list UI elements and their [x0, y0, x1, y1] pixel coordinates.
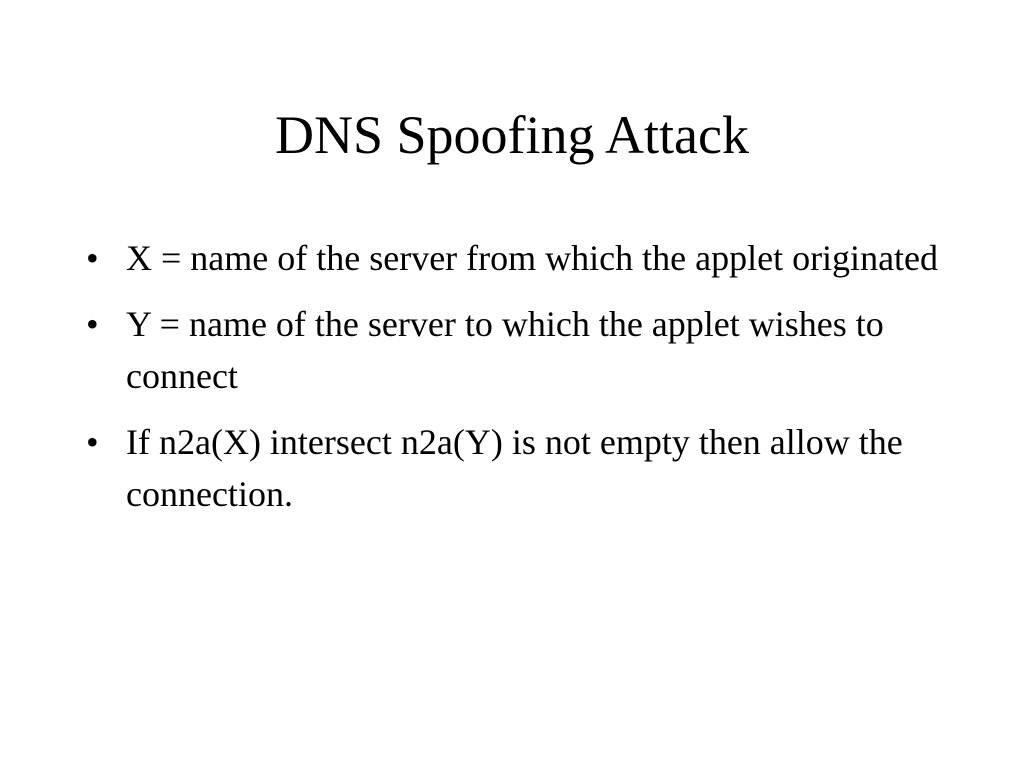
bullet-text: X = name of the server from which the ap… [126, 238, 939, 278]
bullet-text: Y = name of the server to which the appl… [126, 304, 884, 396]
bullet-item: • Y = name of the server to which the ap… [86, 298, 966, 402]
bullet-item: • If n2a(X) intersect n2a(Y) is not empt… [86, 416, 966, 520]
bullet-item: • X = name of the server from which the … [86, 232, 966, 284]
bullet-text: If n2a(X) intersect n2a(Y) is not empty … [126, 422, 903, 514]
slide-title: DNS Spoofing Attack [274, 105, 749, 165]
bullet-marker-icon: • [86, 422, 99, 462]
bullet-list: • X = name of the server from which the … [86, 232, 966, 534]
bullet-marker-icon: • [86, 238, 99, 278]
bullet-marker-icon: • [86, 304, 99, 344]
